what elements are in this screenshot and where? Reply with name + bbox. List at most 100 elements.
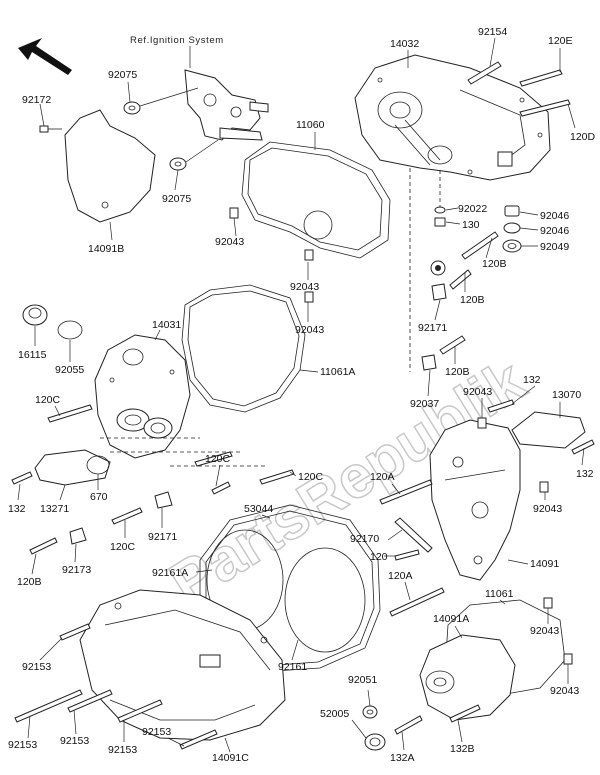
leader-line — [31, 553, 37, 575]
part-label: 132 — [576, 468, 594, 480]
oil-seal-52005-part — [364, 733, 386, 751]
leader-line — [289, 471, 297, 477]
clutch-cover-14031-part — [94, 334, 191, 459]
cover-14091-part — [429, 419, 521, 581]
part-label: 92043 — [215, 236, 244, 248]
bolt-120D-part — [519, 99, 571, 117]
part-label: 92153 — [108, 744, 137, 756]
part-label: 120B — [445, 366, 470, 378]
leader-line — [404, 581, 411, 601]
leader-line — [291, 639, 299, 661]
bolt-120C-part — [211, 481, 231, 495]
leader-line — [174, 169, 179, 191]
part-label: 120 — [370, 551, 388, 563]
leader-line — [39, 103, 45, 127]
part-label: 53044 — [244, 503, 273, 515]
part-label: 92154 — [478, 26, 507, 38]
part-label: 92161A — [152, 567, 188, 579]
leader-line — [109, 221, 113, 241]
collar-92049-part — [502, 239, 522, 253]
leader-line — [567, 103, 576, 129]
bolt-92153-part — [67, 689, 113, 713]
leader-line — [445, 221, 461, 225]
leader-line — [489, 37, 496, 67]
part-label: 120B — [17, 576, 42, 588]
part-label: 92043 — [533, 503, 562, 515]
leader-line — [185, 139, 219, 163]
leader-line — [391, 483, 401, 495]
bolt-132A-part — [394, 715, 423, 735]
leader-line — [73, 709, 77, 735]
part-label: 132A — [390, 752, 415, 764]
part-label: 92153 — [22, 661, 51, 673]
part-label: 92043 — [530, 625, 559, 637]
part-label: 92022 — [458, 203, 487, 215]
bolt-120-part — [394, 549, 420, 561]
cover-13070-part — [511, 411, 586, 449]
part-label: 14091 — [530, 558, 559, 570]
plug-16115-part — [22, 304, 48, 326]
dowel-pin-92043-part — [477, 417, 487, 429]
part-label: 14091C — [212, 752, 249, 764]
dowel-pin-92043-part — [563, 653, 573, 665]
clamp-92171-part — [154, 491, 173, 509]
part-label: 11060 — [296, 119, 325, 131]
clamp-92170-part — [394, 517, 433, 553]
part-label: 92043 — [295, 324, 324, 336]
leader-line — [127, 81, 131, 103]
part-label: 92043 — [290, 281, 319, 293]
part-label: 92051 — [348, 674, 377, 686]
part-label: 13070 — [552, 389, 581, 401]
part-label: 120B — [482, 258, 507, 270]
bolt-132B-part — [449, 704, 481, 723]
part-label: 120C — [298, 471, 324, 483]
part-label: 14031 — [152, 319, 181, 331]
leader-line — [581, 447, 585, 466]
part-label: 132B — [450, 743, 475, 755]
alignment-line — [100, 437, 265, 467]
damper-92046-part — [503, 222, 521, 234]
leader-line — [387, 529, 403, 541]
grommet-part — [123, 101, 141, 115]
leader-line — [519, 227, 539, 231]
dowel-pin-92043-part — [543, 597, 553, 609]
crankcase-cover-14032-part — [354, 54, 551, 181]
leader-line — [195, 569, 213, 573]
gasket-11061A-part — [181, 284, 306, 413]
bolt-120A-part — [379, 479, 433, 505]
part-label: 130 — [462, 219, 480, 231]
part-label: 120C — [110, 541, 136, 553]
part-label: 120E — [548, 35, 573, 47]
leader-line — [39, 637, 63, 661]
leader-line — [499, 599, 506, 605]
clamp-92171-part — [431, 283, 447, 301]
leader-line — [139, 87, 199, 107]
part-label: 92170 — [350, 533, 379, 545]
part-label: 92161 — [278, 661, 307, 673]
leader-line — [74, 543, 77, 563]
leader-line — [454, 625, 463, 639]
part-label: 92046 — [540, 225, 569, 237]
part-label: 132 — [523, 374, 541, 386]
washer-92022-part — [434, 206, 446, 214]
crankcase-cover-14091C-part — [79, 589, 286, 741]
bolt-92153-part — [117, 699, 163, 723]
part-label: 92043 — [550, 685, 579, 697]
leader-line — [17, 483, 21, 501]
o-ring-92055-part — [57, 320, 83, 340]
part-label: 92153 — [60, 735, 89, 747]
leader-line — [154, 329, 161, 341]
leader-line — [59, 484, 66, 501]
leader-line — [224, 737, 231, 753]
cover-14091A-part — [419, 634, 516, 721]
leader-line — [519, 211, 539, 216]
part-label: 92171 — [148, 531, 177, 543]
bolt-120B-part — [449, 269, 472, 290]
bolt-120C-part — [111, 507, 143, 525]
bolt-120B-part — [461, 231, 499, 260]
leader-line — [485, 237, 493, 259]
leader-line — [54, 405, 61, 417]
part-label: 14091B — [88, 243, 124, 255]
part-label: 92037 — [410, 398, 439, 410]
